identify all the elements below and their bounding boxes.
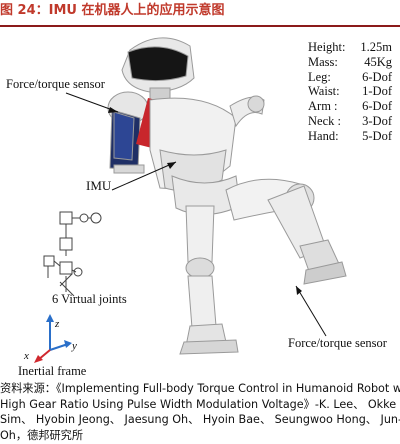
- virtual-joint-chain: [43, 211, 102, 297]
- figure-title: 图 24：IMU 在机器人上的应用示意图: [0, 3, 225, 18]
- spec-key: Hand:: [308, 128, 339, 143]
- spec-value: 3-Dof: [362, 113, 392, 128]
- spec-key: Arm :: [308, 99, 338, 114]
- label-virtual-joints: 6 Virtual joints: [52, 292, 127, 306]
- source-line: 资料来源：《Implementing Full-body Torque Cont…: [0, 382, 400, 395]
- robot-illustration: [34, 37, 347, 363]
- spec-row-waist: Waist: 1-Dof: [298, 84, 400, 99]
- spec-row-neck: Neck : 3-Dof: [298, 114, 400, 129]
- label-inertial-frame: Inertial frame: [18, 364, 87, 378]
- label-imu: IMU: [86, 178, 112, 193]
- inertial-frame-axes: [34, 314, 72, 363]
- spec-value: 1.25m: [360, 40, 392, 54]
- spec-value: 6-Dof: [362, 99, 392, 114]
- robot-figure: Height: 1.25m Mass: 45Kg Leg: 6-Dof Wais…: [0, 28, 400, 380]
- source-line: Oh，德邦研究所: [0, 428, 84, 442]
- spec-key: Mass:: [308, 54, 338, 69]
- label-force-torque-sensor-top: Force/torque sensor: [6, 77, 105, 91]
- label-force-torque-sensor-bottom: Force/torque sensor: [288, 336, 387, 350]
- source-line: High Gear Ratio Using Pulse Width Modula…: [0, 397, 397, 411]
- leader-force-bottom: [295, 285, 327, 337]
- title-divider: [0, 25, 400, 27]
- spec-row-arm: Arm : 6-Dof: [298, 99, 400, 114]
- spec-row-height: Height: 1.25m: [298, 40, 400, 55]
- spec-key: Neck :: [308, 113, 341, 128]
- leader-force-top: [65, 92, 119, 113]
- spec-key: Leg:: [308, 69, 331, 84]
- spec-row-mass: Mass: 45Kg: [298, 55, 400, 70]
- spec-key: Height:: [308, 40, 346, 54]
- spec-row-leg: Leg: 6-Dof: [298, 70, 400, 85]
- spec-value: 5-Dof: [362, 128, 392, 143]
- label-axis-y: y: [72, 340, 77, 352]
- spec-key: Waist:: [308, 84, 340, 99]
- label-axis-z: z: [55, 318, 60, 330]
- label-axis-x: x: [24, 350, 29, 362]
- spec-row-hand: Hand: 5-Dof: [298, 129, 400, 144]
- spec-value: 45Kg: [364, 54, 392, 69]
- source-citation: 资料来源：《Implementing Full-body Torque Cont…: [0, 381, 400, 443]
- source-line: Sim、 Hyobin Jeong、 Jaesung Oh、 Hyoin Bae…: [0, 413, 400, 426]
- spec-table: Height: 1.25m Mass: 45Kg Leg: 6-Dof Wais…: [298, 40, 400, 144]
- spec-value: 6-Dof: [362, 69, 392, 84]
- spec-value: 1-Dof: [362, 84, 392, 99]
- leader-imu: [111, 161, 177, 191]
